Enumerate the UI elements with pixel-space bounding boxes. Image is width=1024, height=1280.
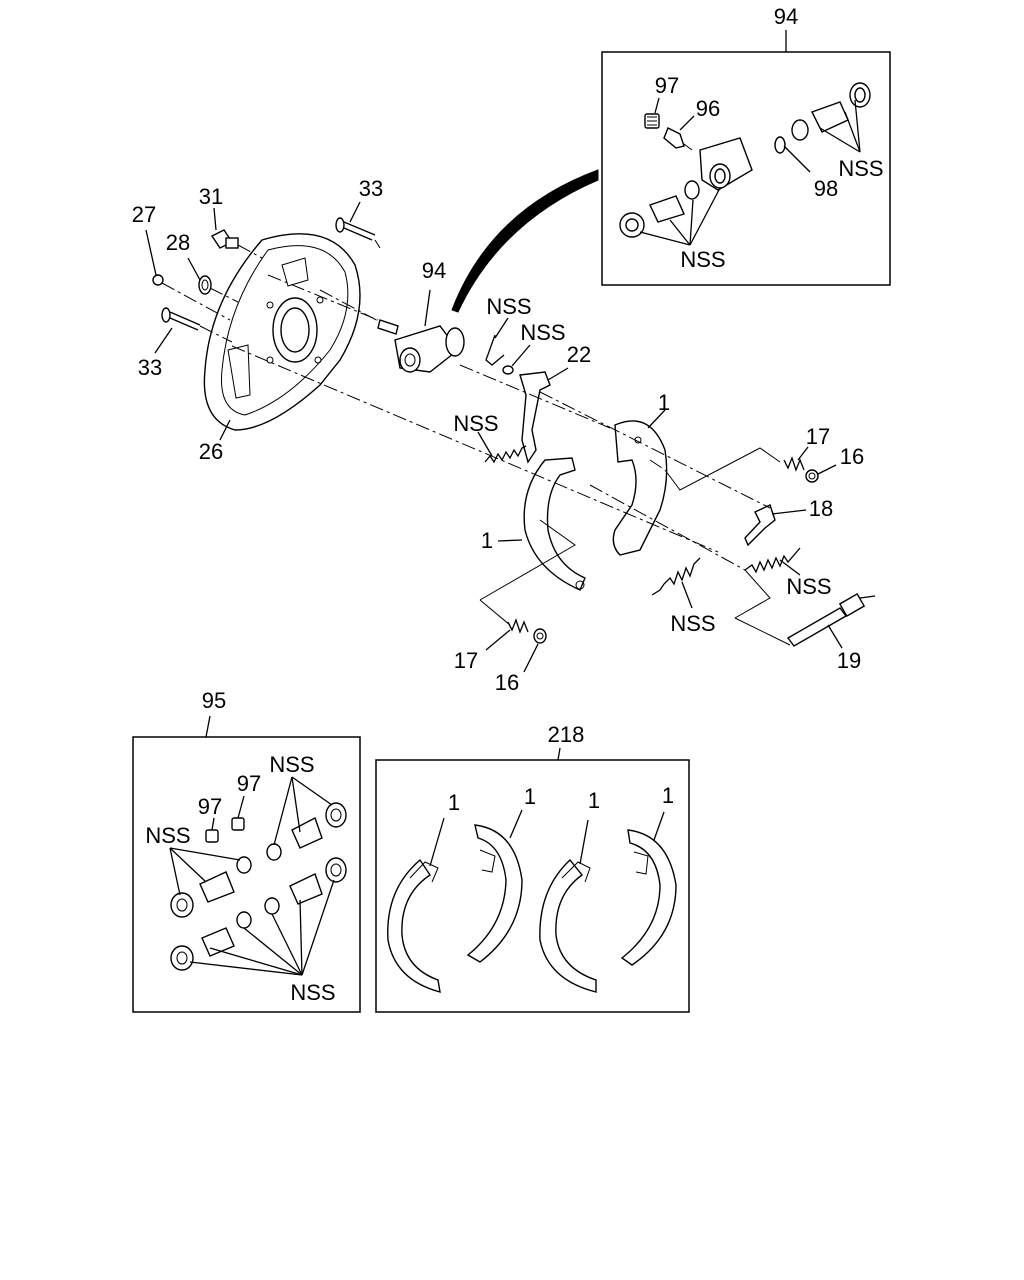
- hold-down-pin-left-icon: [161, 307, 201, 331]
- brake-shoe-a-icon: [387, 858, 441, 993]
- callout-1-shoe-b: 1: [524, 784, 536, 809]
- return-spring-center-icon: [651, 557, 701, 596]
- clip-icon: [485, 334, 505, 366]
- brake-shoe-right-icon: [612, 420, 668, 556]
- callout-17-right: 17: [806, 424, 830, 449]
- callout-nss-center-spring: NSS: [670, 611, 715, 636]
- callout-16-left: 16: [495, 670, 519, 695]
- callout-94-cylinder: 94: [422, 258, 446, 283]
- bleeder-screw-icon: [644, 113, 660, 129]
- callout-nss-kit95-bottom: NSS: [290, 980, 335, 1005]
- nut-27-icon: [152, 274, 164, 286]
- piston-set-lower-left-icon: [170, 911, 252, 971]
- brake-shoe-left-icon: [523, 457, 586, 591]
- callout-94-kit: 94: [774, 4, 798, 29]
- callout-16-right: 16: [840, 444, 864, 469]
- brake-shoe-b-icon: [466, 824, 523, 963]
- washer-28-icon: [198, 275, 212, 295]
- callout-17-left: 17: [454, 648, 478, 673]
- bleeder-screw-a-icon: [205, 829, 219, 843]
- callout-nss-kit94-right: NSS: [838, 156, 883, 181]
- callout-97a-kit95: 97: [198, 794, 222, 819]
- piston-set-upper-icon: [266, 802, 347, 861]
- callout-1-left-shoe: 1: [481, 528, 493, 553]
- e-ring-icon: [502, 365, 514, 375]
- callout-19: 19: [837, 648, 861, 673]
- callout-nss-kit94-bottom: NSS: [680, 247, 725, 272]
- callout-22: 22: [567, 342, 591, 367]
- callout-1-right-shoe: 1: [658, 390, 670, 415]
- backing-plate-icon: [203, 233, 361, 431]
- spring-17-right-icon: [783, 456, 805, 472]
- callout-nss-kit95-left: NSS: [145, 823, 190, 848]
- callout-33-top: 33: [359, 176, 383, 201]
- piston-boot-right-icon: [774, 82, 871, 154]
- callout-1-shoe-d: 1: [662, 783, 674, 808]
- washer-16-right-icon: [805, 469, 819, 483]
- callout-218: 218: [548, 722, 585, 747]
- kit-94-box: [451, 30, 891, 313]
- callout-18: 18: [809, 496, 833, 521]
- bolt-31-icon: [210, 229, 239, 249]
- callout-33-left: 33: [138, 355, 162, 380]
- washer-16-left-icon: [533, 628, 547, 644]
- callout-nss-right-spring: NSS: [786, 574, 831, 599]
- callout-28: 28: [166, 230, 190, 255]
- wheel-cylinder-icon: [377, 319, 465, 373]
- callout-nss-kit95-top: NSS: [269, 752, 314, 777]
- brake-shoe-c-icon: [539, 858, 597, 993]
- callout-27: 27: [132, 202, 156, 227]
- callout-labels: 94 97 96 98 NSS NSS 27 31 33 28 33 26 94…: [132, 4, 884, 1005]
- bleeder-valve-icon: [663, 127, 693, 151]
- wheel-cylinder-body-icon: [699, 137, 753, 191]
- piston-set-lower-right-icon: [264, 857, 347, 915]
- callout-26: 26: [199, 439, 223, 464]
- callout-1-shoe-a: 1: [448, 790, 460, 815]
- callout-nss-upper-spring: NSS: [453, 411, 498, 436]
- return-spring-upper-icon: [484, 445, 527, 464]
- spring-17-left-icon: [507, 618, 529, 634]
- adjuster-strut-icon: [786, 592, 876, 647]
- hold-down-pin-top-icon: [335, 217, 376, 241]
- adjuster-pawl-18-icon: [744, 504, 776, 547]
- callout-nss-ring: NSS: [520, 320, 565, 345]
- callout-96-kit94: 96: [696, 96, 720, 121]
- callout-31: 31: [199, 184, 223, 209]
- callout-98-kit94: 98: [814, 176, 838, 201]
- kit-218-box: [375, 747, 690, 1013]
- callout-97b-kit95: 97: [237, 771, 261, 796]
- return-spring-right-icon: [744, 547, 801, 574]
- adjuster-lever-icon: [519, 371, 551, 464]
- kit-95-box: [132, 715, 361, 1013]
- brake-shoe-d-icon: [620, 829, 677, 966]
- callout-1-shoe-c: 1: [588, 788, 600, 813]
- callout-95: 95: [202, 688, 226, 713]
- callout-nss-clip: NSS: [486, 294, 531, 319]
- piston-set-middle-icon: [170, 856, 252, 918]
- piston-boot-left-icon: [619, 180, 700, 238]
- callout-97-kit94: 97: [655, 73, 679, 98]
- assembly-lines: [231, 274, 791, 646]
- bleeder-screw-b-icon: [231, 817, 245, 831]
